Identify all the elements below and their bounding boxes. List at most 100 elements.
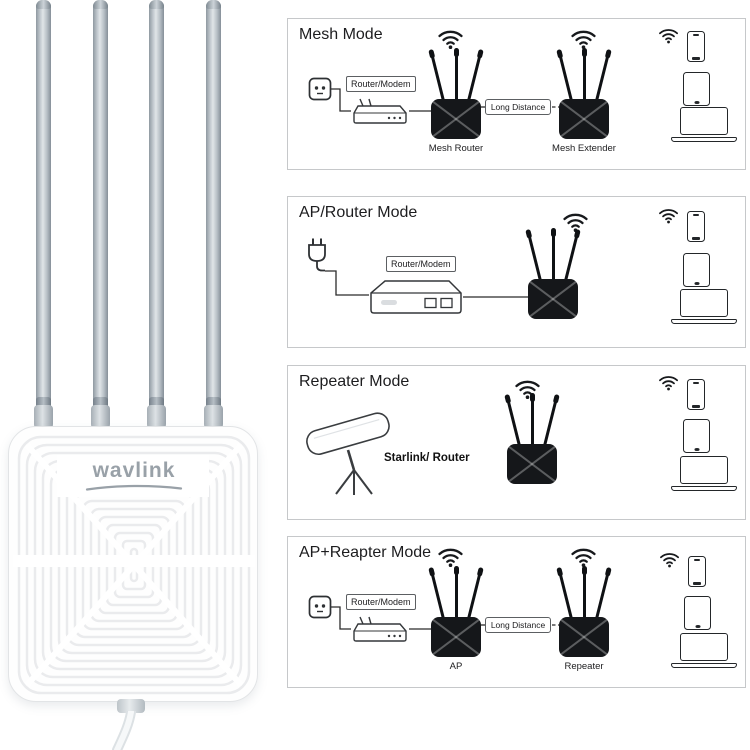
router-modem-icon	[353, 616, 407, 642]
router-modem-label: Router/Modem	[346, 594, 416, 610]
antenna-connector	[204, 405, 223, 431]
router-modem-icon	[353, 98, 407, 124]
wifi-icon	[438, 30, 463, 49]
router-modem-icon	[370, 280, 462, 314]
device-antenna	[429, 52, 445, 102]
wifi-icon	[438, 548, 463, 567]
wifi-icon	[659, 209, 679, 224]
brand-text: wavlink	[92, 459, 176, 482]
antenna-4	[206, 0, 221, 410]
device-antenna	[526, 232, 542, 282]
device-antenna	[529, 393, 535, 446]
laptop-icon	[671, 456, 737, 491]
antenna-3	[149, 0, 164, 410]
device-antenna	[467, 52, 483, 102]
antenna-1	[36, 0, 51, 410]
tablet-icon	[683, 419, 710, 453]
device-antenna	[557, 570, 573, 620]
device-antenna	[581, 566, 587, 619]
device-housing	[507, 444, 557, 484]
connection-lines	[331, 606, 559, 630]
laptop-icon	[671, 107, 737, 142]
device-antenna	[453, 48, 459, 101]
tablet-icon	[683, 72, 710, 106]
power-outlet-icon	[308, 595, 332, 619]
laptop-base	[671, 318, 737, 324]
device-antenna	[564, 232, 580, 282]
antenna-connector	[34, 405, 53, 431]
repeater-device	[557, 561, 611, 657]
starlink-router-label: Starlink/ Router	[384, 452, 470, 464]
starlink-dish-icon	[306, 412, 390, 495]
mesh-extender-device	[557, 43, 611, 139]
device-antenna	[505, 397, 521, 447]
tablet-icon	[683, 253, 710, 287]
power-plug-icon	[308, 238, 326, 272]
device-antenna	[581, 48, 587, 101]
laptop-base	[671, 136, 737, 142]
device-antenna	[595, 52, 611, 102]
panel-ap-router-mode: AP/Router Mode Router/Modem	[287, 196, 746, 348]
antenna-2	[93, 0, 108, 410]
brand-underline-swoosh	[85, 484, 183, 491]
panel-mesh-mode: Mesh Mode Router/Modem Long Distance Mes…	[287, 18, 746, 170]
laptop-screen	[680, 289, 728, 317]
laptop-icon	[671, 289, 737, 324]
device-label: Mesh Router	[428, 143, 484, 154]
power-outlet-icon	[308, 77, 332, 101]
cable-gland	[117, 699, 145, 713]
wifi-icon	[659, 376, 679, 391]
laptop-screen	[680, 107, 728, 135]
router-modem-label: Router/Modem	[386, 256, 456, 272]
device-housing	[528, 279, 578, 319]
device-antenna	[467, 570, 483, 620]
wifi-icon	[571, 30, 596, 49]
laptop-base	[671, 485, 737, 491]
wifi-icon	[660, 553, 680, 568]
device-housing	[431, 99, 481, 139]
device-label: AP	[449, 661, 463, 672]
device-housing	[431, 617, 481, 657]
panel-title: Mesh Mode	[299, 26, 383, 43]
panel-ap-repeater-mode: AP+Reapter Mode Router/Modem Long Distan…	[287, 536, 746, 688]
device-antenna	[550, 228, 556, 281]
wifi-icon	[571, 548, 596, 567]
laptop-screen	[680, 633, 728, 661]
access-point-device	[526, 223, 580, 319]
panel-title: AP/Router Mode	[299, 204, 418, 221]
phone-icon	[688, 556, 706, 587]
repeater-device	[505, 388, 559, 484]
device-antenna	[557, 52, 573, 102]
enclosure-texture	[13, 435, 255, 695]
laptop-icon	[671, 633, 737, 668]
brand-logo: wavlink	[77, 459, 191, 492]
device-antenna	[595, 570, 611, 620]
device-housing	[559, 617, 609, 657]
long-distance-badge: Long Distance	[485, 617, 551, 633]
device-housing	[559, 99, 609, 139]
device-label: Mesh Extender	[552, 143, 616, 154]
laptop-base	[671, 662, 737, 668]
panel-title: Repeater Mode	[299, 373, 410, 390]
device-antenna	[543, 397, 559, 447]
long-distance-badge: Long Distance	[485, 99, 551, 115]
connection-lines	[331, 88, 559, 112]
tablet-icon	[684, 596, 711, 630]
panel-title: AP+Reapter Mode	[299, 544, 432, 561]
mesh-router-device	[429, 43, 483, 139]
access-point-enclosure: wavlink	[8, 426, 258, 702]
power-cable	[112, 711, 136, 750]
laptop-screen	[680, 456, 728, 484]
connection-lines	[325, 270, 528, 298]
panel-repeater-mode: Repeater Mode Starlink/ Router	[287, 365, 746, 520]
device-label: Repeater	[564, 661, 604, 672]
router-modem-label: Router/Modem	[346, 76, 416, 92]
antenna-connector	[91, 405, 110, 431]
wifi-icon	[659, 29, 679, 44]
device-antenna	[453, 566, 459, 619]
phone-icon	[687, 379, 705, 410]
device-antenna	[429, 570, 445, 620]
antenna-connector	[147, 405, 166, 431]
phone-icon	[687, 31, 705, 62]
